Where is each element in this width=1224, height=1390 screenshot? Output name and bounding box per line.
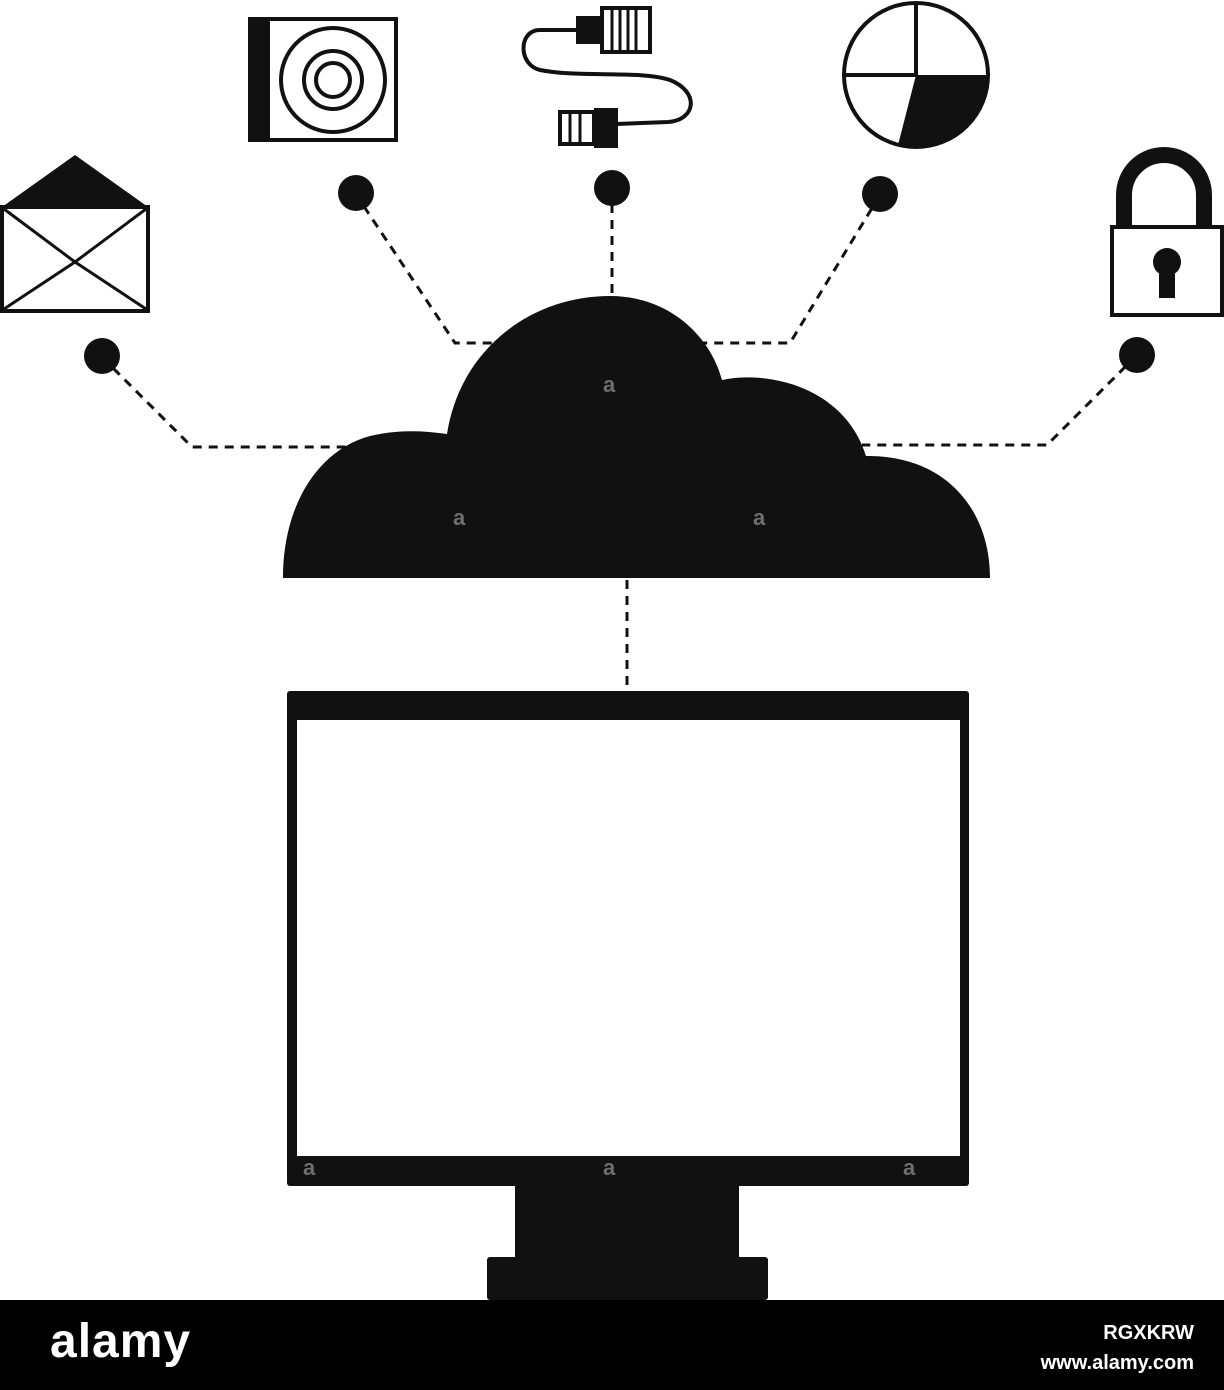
watermark-glyph: a <box>753 505 766 530</box>
connector-dots <box>84 170 1155 374</box>
connector-envelope <box>100 355 360 449</box>
dot-padlock <box>1119 337 1155 373</box>
connector-disc <box>353 192 495 345</box>
watermark-glyph: a <box>603 372 616 397</box>
dot-pie-chart <box>862 176 898 212</box>
watermark-glyph: a <box>453 505 466 530</box>
dot-usb <box>594 170 630 206</box>
watermark-marks: a a a a a a <box>303 372 916 1180</box>
pie-chart-icon <box>842 1 990 149</box>
cloud-network-diagram: a a a a a a <box>0 1 1224 1300</box>
connector-padlock <box>862 353 1139 447</box>
image-id-block: RGXKRW www.alamy.com <box>1041 1318 1194 1378</box>
monitor-icon <box>287 691 969 1300</box>
cd-case-icon <box>248 17 398 142</box>
footer-bar: alamy RGXKRW www.alamy.com <box>0 1300 1224 1390</box>
usb-cable-icon <box>521 6 693 148</box>
brand-logo: alamy <box>50 1315 192 1368</box>
watermark-glyph: a <box>303 1155 316 1180</box>
site-url[interactable]: www.alamy.com <box>1040 1352 1194 1374</box>
cloud-icon <box>283 296 990 578</box>
dot-disc <box>338 175 374 211</box>
dot-envelope <box>84 338 120 374</box>
image-id: RGXKRW <box>1103 1322 1194 1344</box>
envelope-icon <box>0 155 150 313</box>
watermark-glyph: a <box>903 1155 916 1180</box>
connector-pie-chart <box>700 194 882 345</box>
padlock-icon <box>1110 147 1224 317</box>
watermark-glyph: a <box>603 1155 616 1180</box>
